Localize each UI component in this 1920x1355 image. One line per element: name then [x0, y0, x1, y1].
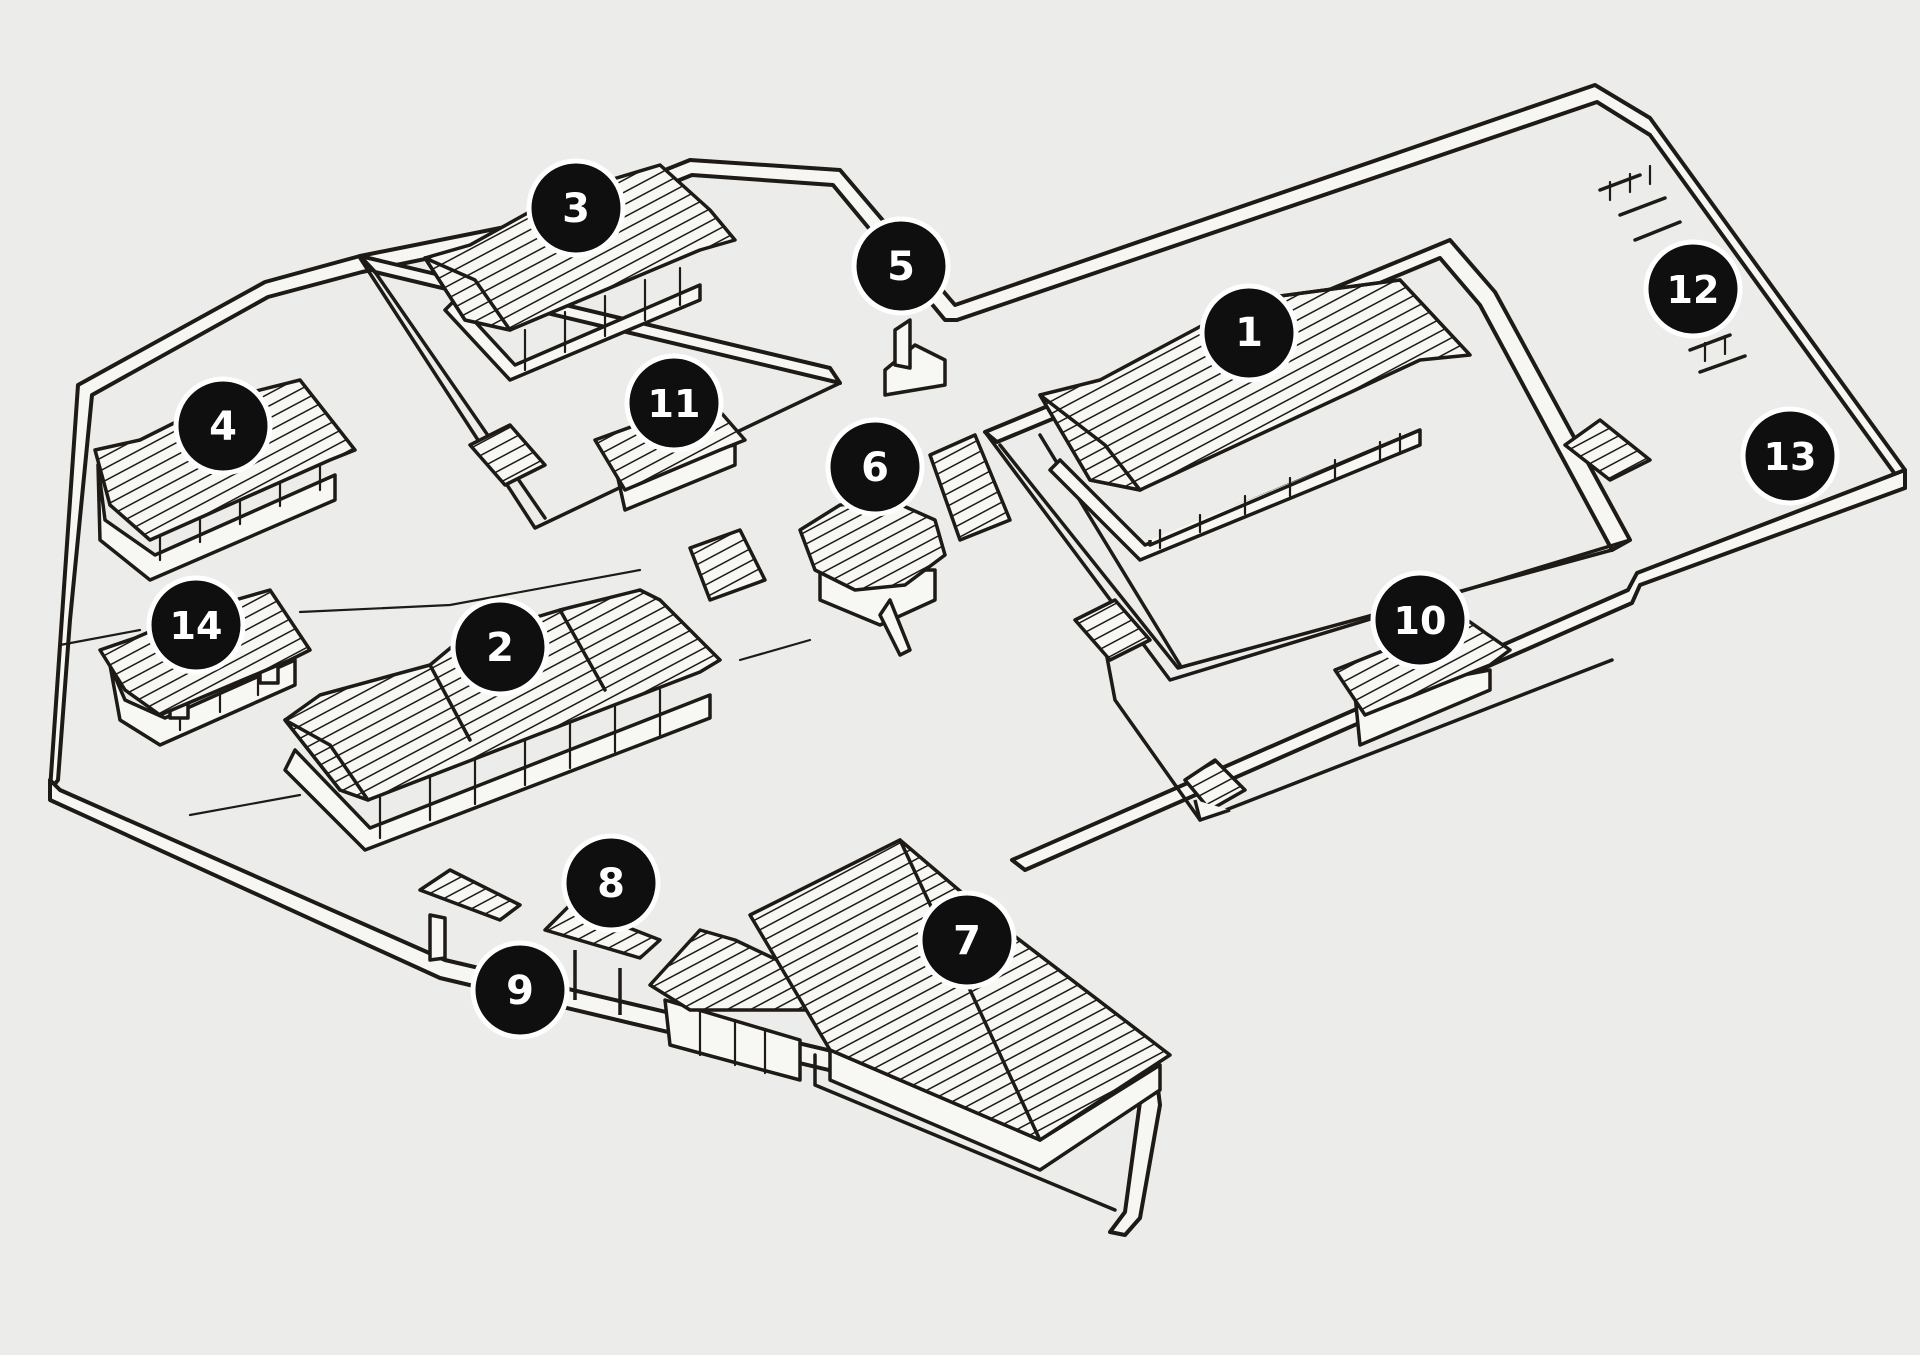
marker-10[interactable]: 10	[1370, 570, 1470, 670]
marker-11[interactable]: 11	[624, 353, 724, 453]
marker-7[interactable]: 7	[917, 890, 1017, 990]
marker-13[interactable]: 13	[1740, 406, 1840, 506]
marker-label: 9	[506, 968, 534, 1014]
marker-label: 5	[887, 244, 915, 290]
marker-label: 2	[486, 625, 514, 671]
stele-rows	[1598, 164, 1747, 374]
marker-label: 3	[562, 186, 590, 232]
marker-3[interactable]: 3	[526, 158, 626, 258]
marker-label: 10	[1394, 599, 1447, 643]
main-hall-building	[1038, 278, 1472, 562]
marker-14[interactable]: 14	[146, 575, 246, 675]
octagonal-pavilion-building	[688, 433, 1012, 657]
marker-label: 1	[1235, 310, 1263, 356]
marker-5[interactable]: 5	[851, 216, 951, 316]
marker-4[interactable]: 4	[173, 376, 273, 476]
marker-8[interactable]: 8	[561, 833, 661, 933]
marker-6[interactable]: 6	[825, 417, 925, 517]
marker-2[interactable]: 2	[450, 597, 550, 697]
marker-label: 7	[953, 918, 981, 964]
monument-structure	[883, 318, 947, 397]
marker-label: 12	[1667, 268, 1720, 312]
marker-1[interactable]: 1	[1199, 283, 1299, 383]
marker-label: 8	[597, 861, 625, 907]
marker-12[interactable]: 12	[1643, 239, 1743, 339]
marker-label: 4	[209, 404, 237, 450]
marker-9[interactable]: 9	[470, 940, 570, 1040]
marker-label: 14	[170, 604, 223, 648]
marker-label: 6	[861, 445, 889, 491]
marker-label: 11	[648, 382, 701, 426]
entrance-hall-7	[648, 838, 1172, 1172]
marker-label: 13	[1764, 435, 1817, 479]
small-gatehouses	[468, 418, 1652, 822]
